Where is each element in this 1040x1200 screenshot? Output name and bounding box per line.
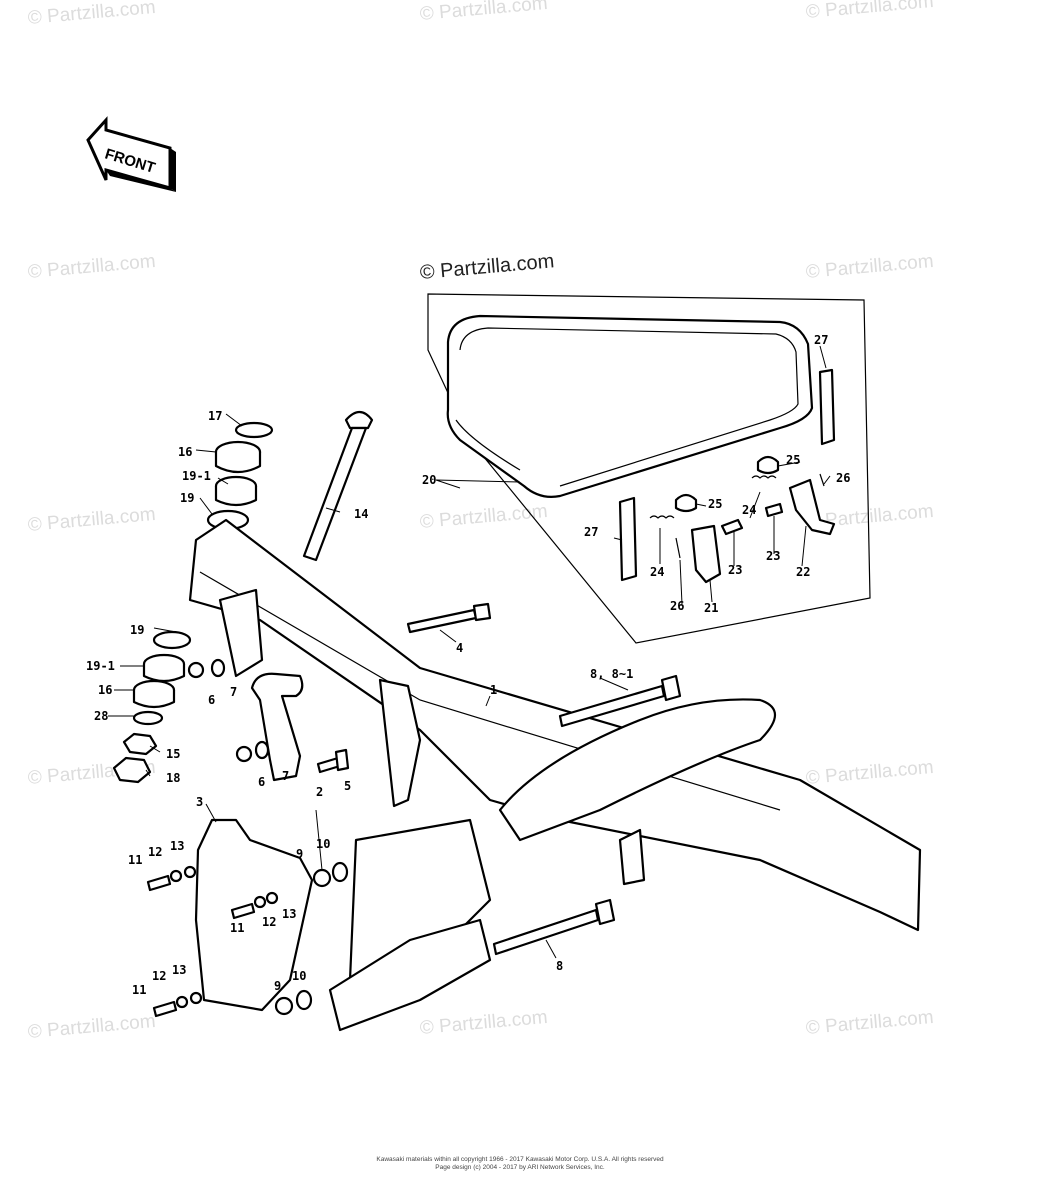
callout-8-8-1: 8, 8~1 <box>590 667 633 681</box>
callout-21: 21 <box>704 601 718 615</box>
callout-7: 7 <box>230 685 237 699</box>
callout-9: 9 <box>274 979 281 993</box>
callout-3: 3 <box>196 795 203 809</box>
washer-10-lower <box>295 989 313 1011</box>
nut-9-lower <box>274 996 294 1016</box>
leader-lines <box>108 345 831 959</box>
callout-16: 16 <box>178 445 192 459</box>
bolt-4 <box>406 602 492 634</box>
callout-25: 25 <box>708 497 722 511</box>
callout-13: 13 <box>170 839 184 853</box>
rubber-16-upper <box>214 440 262 474</box>
seat-inset-frame <box>427 293 871 644</box>
washer-28 <box>132 710 164 726</box>
callout-24: 24 <box>742 503 756 517</box>
seat <box>446 314 814 498</box>
seat-strap-27-right <box>818 368 836 446</box>
callout-18: 18 <box>166 771 180 785</box>
callout-13: 13 <box>282 907 296 921</box>
washer-7-lower <box>254 740 270 760</box>
callout-10: 10 <box>292 969 306 983</box>
seat-hinge-22 <box>788 478 836 536</box>
washer-17 <box>234 421 274 439</box>
plate-3 <box>194 818 314 1012</box>
callout-10: 10 <box>316 837 330 851</box>
callout-19-1: 19-1 <box>182 469 211 483</box>
callout-19-1: 19-1 <box>86 659 115 673</box>
seat-bolt-23 <box>720 502 784 536</box>
callout-23: 23 <box>728 563 742 577</box>
bolt-8-lower <box>492 898 616 956</box>
callout-27: 27 <box>814 333 828 347</box>
callout-27: 27 <box>584 525 598 539</box>
callout-15: 15 <box>166 747 180 761</box>
callout-6: 6 <box>258 775 265 789</box>
collar-19-1-upper <box>214 475 258 507</box>
callout-11: 11 <box>230 921 244 935</box>
callout-12: 12 <box>152 969 166 983</box>
callout-17: 17 <box>208 409 222 423</box>
callout-12: 12 <box>262 915 276 929</box>
bracket-2 <box>250 672 304 782</box>
nut-15 <box>122 732 158 756</box>
callout-26: 26 <box>836 471 850 485</box>
washer-19-lower <box>152 630 192 650</box>
callout-14: 14 <box>354 507 368 521</box>
washer-10-upper <box>331 861 349 883</box>
bolt-8-upper <box>558 674 682 728</box>
nut-18 <box>112 756 152 784</box>
seat-spring-24 <box>649 475 777 519</box>
callout-9: 9 <box>296 847 303 861</box>
rubber-16-lower <box>132 679 176 709</box>
callout-13: 13 <box>172 963 186 977</box>
callout-7: 7 <box>282 769 289 783</box>
seat-damper-25 <box>674 455 780 513</box>
callout-16: 16 <box>98 683 112 697</box>
callout-11: 11 <box>128 853 142 867</box>
callout-4: 4 <box>456 641 463 655</box>
callout-25: 25 <box>786 453 800 467</box>
footer-copyright: Kawasaki materials within all copyright … <box>376 1156 664 1163</box>
nut-9-upper <box>312 868 332 888</box>
callout-8: 8 <box>556 959 563 973</box>
front-arrow-icon: FRONT <box>86 116 176 192</box>
seat-hinge-21 <box>690 524 722 584</box>
bolt-11-c <box>152 991 203 1018</box>
callout-20: 20 <box>422 473 436 487</box>
seat-strap-27-left <box>618 496 638 582</box>
callout-28: 28 <box>94 709 108 723</box>
callout-2: 2 <box>316 785 323 799</box>
callout-22: 22 <box>796 565 810 579</box>
nut-6-lower <box>235 745 253 763</box>
bolt-11-b <box>230 891 279 920</box>
callout-11: 11 <box>132 983 146 997</box>
washer-7-upper <box>210 658 226 678</box>
callout-26: 26 <box>670 599 684 613</box>
callout-23: 23 <box>766 549 780 563</box>
callout-24: 24 <box>650 565 664 579</box>
bolt-11-a <box>146 865 197 892</box>
collar-19-1-lower <box>142 653 186 683</box>
callout-6: 6 <box>208 693 215 707</box>
mount-bolt-14 <box>302 410 374 562</box>
callout-19: 19 <box>180 491 194 505</box>
footer-page-design: Page design (c) 2004 - 2017 by ARI Netwo… <box>435 1164 605 1171</box>
frame-1 <box>188 518 922 1032</box>
callout-12: 12 <box>148 845 162 859</box>
callout-19: 19 <box>130 623 144 637</box>
seat-pin-26 <box>675 473 825 559</box>
bolt-5 <box>316 748 350 774</box>
callout-5: 5 <box>344 779 351 793</box>
callout-1: 1 <box>490 683 497 697</box>
nut-6-upper <box>187 661 205 679</box>
